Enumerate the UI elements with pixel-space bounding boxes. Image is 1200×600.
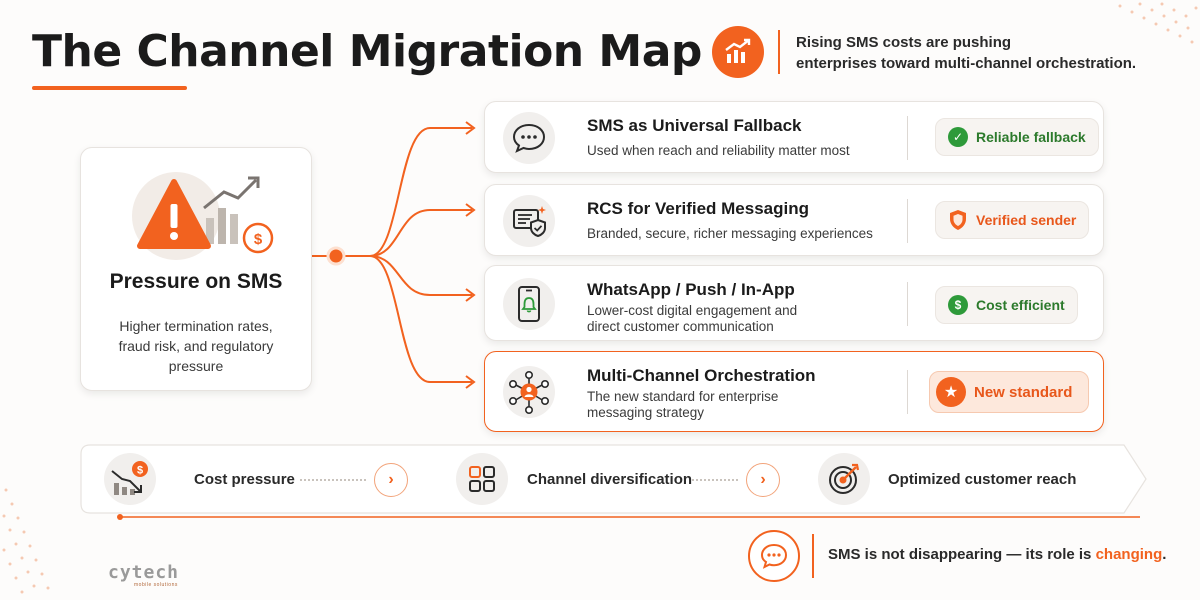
header-tagline-line2: enterprises toward multi-channel orchest…: [796, 55, 1137, 72]
footer-divider: [812, 534, 814, 578]
flow-step-optimized-reach: Optimized customer reach: [888, 471, 1077, 488]
logo-text: cytech: [108, 562, 180, 583]
channel-description: Lower-cost digital engagement and direct…: [587, 303, 877, 335]
channel-desc-line1: Lower-cost digital engagement and: [587, 303, 798, 318]
row-separator: [907, 116, 908, 160]
header-tagline: Rising SMS costs are pushing enterprises…: [796, 32, 1176, 74]
flow-arrow-right: ›: [374, 463, 408, 497]
footer-highlight: changing: [1095, 546, 1163, 563]
channel-desc-line2: direct customer communication: [587, 319, 774, 334]
chat-bubble-icon: [503, 112, 555, 164]
logo-subtext: mobile solutions: [134, 582, 178, 588]
checkmark-icon: ✓: [948, 127, 968, 147]
badge-cost-efficient: $ Cost efficient: [935, 286, 1078, 324]
chat-bubble-icon: [748, 530, 800, 582]
channel-card-orchestration: Multi-Channel Orchestration The new stan…: [484, 351, 1104, 432]
row-separator: [907, 282, 908, 326]
badge-reliable-fallback: ✓ Reliable fallback: [935, 118, 1099, 156]
channel-description: Used when reach and reliability matter m…: [587, 143, 850, 158]
source-desc-line2: fraud risk, and regulatory: [118, 338, 274, 354]
footer-text: SMS is not disappearing — its role is: [828, 546, 1096, 563]
header-divider: [778, 30, 780, 74]
decorative-dots-top-right: [1118, 2, 1198, 44]
shield-icon: [948, 209, 968, 231]
title-underline: [32, 86, 187, 90]
channel-description: Branded, secure, richer messaging experi…: [587, 226, 873, 241]
rising-chart-icon: [712, 26, 764, 78]
channel-grid-icon: [456, 453, 508, 505]
channel-card-rcs: RCS for Verified Messaging Branded, secu…: [484, 184, 1104, 256]
target-icon: [818, 453, 870, 505]
channel-title: Multi-Channel Orchestration: [587, 366, 816, 385]
badge-label: New standard: [974, 383, 1073, 401]
channel-card-sms: SMS as Universal Fallback Used when reac…: [484, 101, 1104, 173]
source-title: Pressure on SMS: [109, 270, 283, 293]
flow-dots: [692, 479, 738, 481]
warning-chart-icon: $: [132, 172, 274, 260]
star-icon: ★: [936, 377, 966, 407]
svg-text:$: $: [137, 465, 143, 477]
flow-step-channel-diversification: Channel diversification: [527, 471, 693, 488]
network-hub-icon: [503, 366, 555, 418]
header-tagline-line1: Rising SMS costs are pushing: [796, 34, 1012, 51]
row-separator: [907, 370, 908, 414]
flow-step-cost-pressure: Cost pressure: [194, 471, 295, 488]
flow-bar-background: [80, 444, 1147, 520]
badge-label: Cost efficient: [976, 297, 1065, 313]
channel-title: WhatsApp / Push / In-App: [587, 280, 795, 299]
channel-title: SMS as Universal Fallback: [587, 116, 802, 135]
footer-statement: SMS is not disappearing — its role is ch…: [828, 546, 1166, 563]
channel-desc-line1: The new standard for enterprise: [587, 389, 779, 404]
channel-description: The new standard for enterprise messagin…: [587, 389, 877, 421]
channel-title: RCS for Verified Messaging: [587, 199, 809, 218]
connector-curves: [310, 121, 476, 389]
channel-card-whatsapp: WhatsApp / Push / In-App Lower-cost digi…: [484, 265, 1104, 341]
footer-period: .: [1162, 546, 1167, 563]
badge-label: Reliable fallback: [976, 129, 1086, 145]
message-shield-icon: [503, 195, 555, 247]
decorative-dots-bottom-left: [2, 488, 50, 594]
source-desc-line1: Higher termination rates,: [119, 318, 273, 334]
badge-verified-sender: Verified sender: [935, 201, 1090, 239]
channel-desc-line2: messaging strategy: [587, 405, 705, 420]
phone-bell-icon: [503, 278, 555, 330]
badge-new-standard: ★ New standard: [929, 371, 1090, 413]
company-logo: cytech mobile solutions: [108, 562, 180, 588]
cost-decline-icon: $: [104, 453, 156, 505]
source-desc-line3: pressure: [168, 358, 224, 374]
badge-label: Verified sender: [976, 212, 1077, 228]
dollar-icon: $: [948, 295, 968, 315]
page-title: The Channel Migration Map: [32, 26, 702, 77]
row-separator: [907, 199, 908, 243]
flow-dots: [300, 479, 366, 481]
flow-arrow-right: ›: [746, 463, 780, 497]
source-description: Higher termination rates, fraud risk, an…: [100, 316, 292, 376]
svg-text:$: $: [254, 231, 263, 248]
